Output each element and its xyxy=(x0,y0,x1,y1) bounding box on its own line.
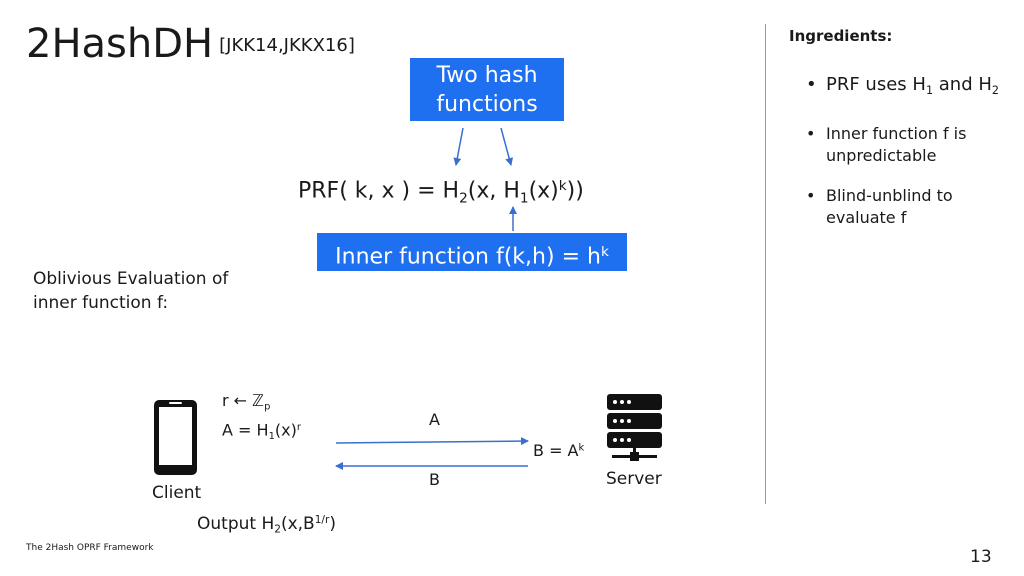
inner-function-box: Inner function f(k,h) = hk xyxy=(317,233,627,271)
step2-sub: 1 xyxy=(268,431,275,443)
output-mid: (x,B xyxy=(280,514,315,534)
message-b-label: B xyxy=(429,470,440,489)
server-label: Server xyxy=(606,469,662,489)
output-line: Output H2(x,B1/r) xyxy=(197,514,336,536)
b1-mid: and H xyxy=(933,74,992,95)
ingredients-list: PRF uses H1 and H2 Inner function f is u… xyxy=(806,72,1018,247)
hash-box-line2: functions xyxy=(436,92,538,117)
page-number: 13 xyxy=(970,547,992,567)
ingredient-item-2: Inner function f is unpredictable xyxy=(806,123,1018,167)
step2-prefix: A = H xyxy=(222,420,269,440)
formula-after-h1: (x) xyxy=(528,178,559,204)
footer-text: The 2Hash OPRF Framework xyxy=(26,543,154,553)
output-exp: 1/r xyxy=(314,514,330,527)
inner-function-text: Inner function f(k,h) = h xyxy=(335,244,601,270)
client-steps: r ← ℤp A = H1(x)r xyxy=(222,390,301,447)
b1-sub2: 2 xyxy=(991,83,999,97)
two-hash-functions-box: Two hash functions xyxy=(410,58,564,121)
ingredient-item-3: Blind-unblind to evaluate f xyxy=(806,185,1018,229)
server-step-prefix: B = A xyxy=(533,441,579,460)
arrow-to-h2 xyxy=(500,127,514,166)
formula-h2-sub: 2 xyxy=(459,190,468,207)
title-citation: [JKK14,JKKX16] xyxy=(219,35,355,56)
vertical-divider xyxy=(765,24,766,504)
ingredients-title: Ingredients: xyxy=(789,27,893,45)
title-main: 2HashDH xyxy=(26,21,214,67)
output-prefix: Output H xyxy=(197,514,275,534)
oblivious-line2: inner function f: xyxy=(33,293,169,313)
formula-prefix: PRF( k, x ) = H xyxy=(298,178,460,204)
client-step-1: r ← ℤp xyxy=(222,390,301,417)
server-step-exp: k xyxy=(578,442,585,454)
phone-icon xyxy=(154,400,197,475)
step1-sub: p xyxy=(264,401,271,413)
client-label: Client xyxy=(152,483,202,503)
arrow-client-to-server xyxy=(335,437,529,446)
formula-suffix: )) xyxy=(566,178,584,204)
server-icon xyxy=(607,394,662,461)
message-a-label: A xyxy=(429,410,440,429)
inner-function-exponent: k xyxy=(600,244,609,260)
formula-h1-sub: 1 xyxy=(519,190,529,207)
step1-text: r ← ℤ xyxy=(222,391,265,410)
server-step: B = Ak xyxy=(533,441,584,460)
oblivious-evaluation-label: Oblivious Evaluation of inner function f… xyxy=(33,267,228,315)
oblivious-line1: Oblivious Evaluation of xyxy=(33,269,229,289)
formula-mid: (x, H xyxy=(467,178,520,204)
slide-title: 2HashDH[JKK14,JKKX16] xyxy=(26,18,355,72)
output-sub: 2 xyxy=(274,523,281,536)
b1-sub1: 1 xyxy=(925,83,934,97)
client-step-2: A = H1(x)r xyxy=(222,417,301,447)
output-suffix: ) xyxy=(329,514,336,534)
formula-exponent: k xyxy=(558,178,567,194)
b1-prefix: PRF uses H xyxy=(826,74,926,95)
step2-exp: r xyxy=(296,422,301,434)
ingredient-item-1: PRF uses H1 and H2 xyxy=(806,72,1018,104)
arrow-to-h1 xyxy=(453,127,464,166)
hash-box-line1: Two hash xyxy=(436,63,538,88)
prf-formula: PRF( k, x ) = H2(x, H1(x)k)) xyxy=(298,170,584,214)
step2-mid: (x) xyxy=(274,420,297,440)
